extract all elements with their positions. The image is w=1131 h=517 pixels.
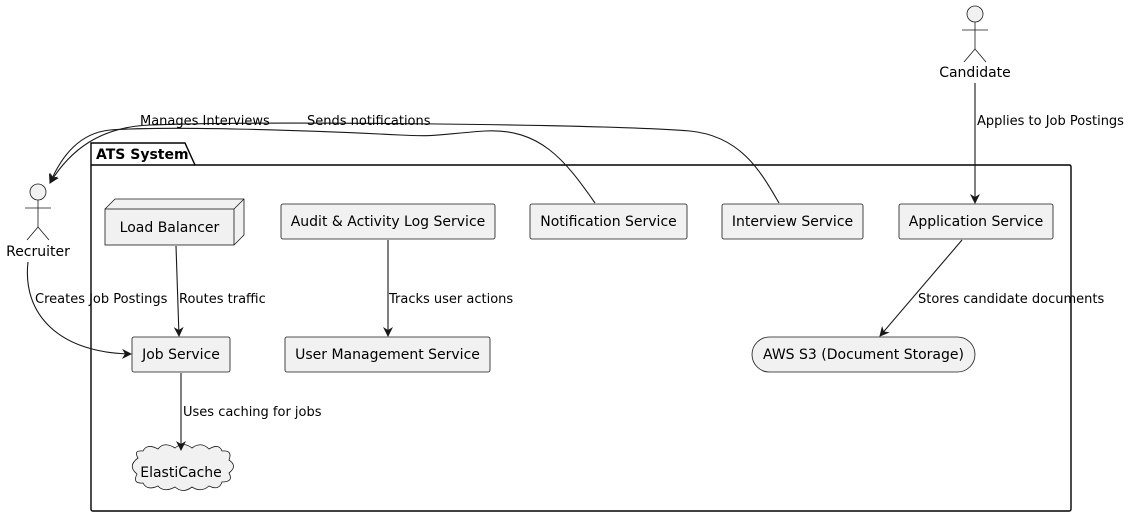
edge-label-tracks-user-actions: Tracks user actions [388, 292, 513, 307]
node-label-application-service: Application Service [909, 214, 1043, 230]
node-load-balancer[interactable]: Load Balancer [104, 198, 245, 246]
node-label-elasticache: ElastiCache [140, 465, 222, 481]
edge-label-routes-traffic: Routes traffic [179, 292, 266, 307]
node-s3-storage[interactable]: AWS S3 (Document Storage) [751, 336, 976, 373]
edge-label-uses-caching-for-jobs: Uses caching for jobs [183, 405, 322, 420]
actor-label-recruiter: Recruiter [6, 244, 70, 260]
node-user-management-service[interactable]: User Management Service [284, 336, 491, 373]
edge-label-sends-notifications: Sends notifications [307, 114, 431, 129]
node-audit-log-service[interactable]: Audit & Activity Log Service [280, 203, 496, 240]
node-interview-service[interactable]: Interview Service [721, 203, 864, 240]
edge-label-stores-candidate-documents: Stores candidate documents [918, 292, 1105, 307]
edge-stores-candidate-documents: Stores candidate documents [879, 239, 1105, 337]
edge-manages-interviews: Manages Interviews [49, 114, 780, 204]
edge-creates-job-postings: Creates Job Postings [26, 261, 168, 359]
edge-uses-caching-for-jobs: Uses caching for jobs [176, 373, 322, 451]
node-label-load-balancer: Load Balancer [120, 220, 220, 236]
package-title: ATS System [96, 147, 189, 163]
node-label-job-service: Job Service [141, 347, 220, 363]
node-label-user-management-service: User Management Service [295, 347, 480, 363]
stick-figure-icon [25, 183, 51, 241]
cloud-icon [131, 444, 234, 491]
package-ats-system: ATS System [90, 142, 1072, 512]
node-label-interview-service: Interview Service [732, 214, 853, 230]
actor-recruiter[interactable]: Recruiter [6, 183, 70, 260]
actor-label-candidate: Candidate [939, 65, 1011, 81]
stick-figure-icon [962, 5, 988, 63]
edge-applies-to-job-postings: Applies to Job Postings [970, 83, 1124, 204]
actor-candidate[interactable]: Candidate [939, 5, 1011, 81]
node-label-s3-storage: AWS S3 (Document Storage) [763, 347, 964, 363]
node-label-audit-log-service: Audit & Activity Log Service [291, 214, 486, 230]
edge-sends-notifications: Sends notifications [48, 114, 596, 204]
node-job-service[interactable]: Job Service [131, 336, 231, 373]
edge-routes-traffic: Routes traffic [173, 245, 266, 337]
node-application-service[interactable]: Application Service [898, 203, 1054, 240]
node-elasticache[interactable]: ElastiCache [131, 444, 234, 491]
edge-tracks-user-actions: Tracks user actions [383, 240, 513, 337]
edge-label-creates-job-postings: Creates Job Postings [35, 292, 168, 307]
edge-label-manages-interviews: Manages Interviews [140, 114, 270, 129]
edge-label-applies-to-job-postings: Applies to Job Postings [977, 114, 1124, 129]
node-notification-service[interactable]: Notification Service [529, 203, 688, 240]
node-label-notification-service: Notification Service [540, 214, 677, 230]
